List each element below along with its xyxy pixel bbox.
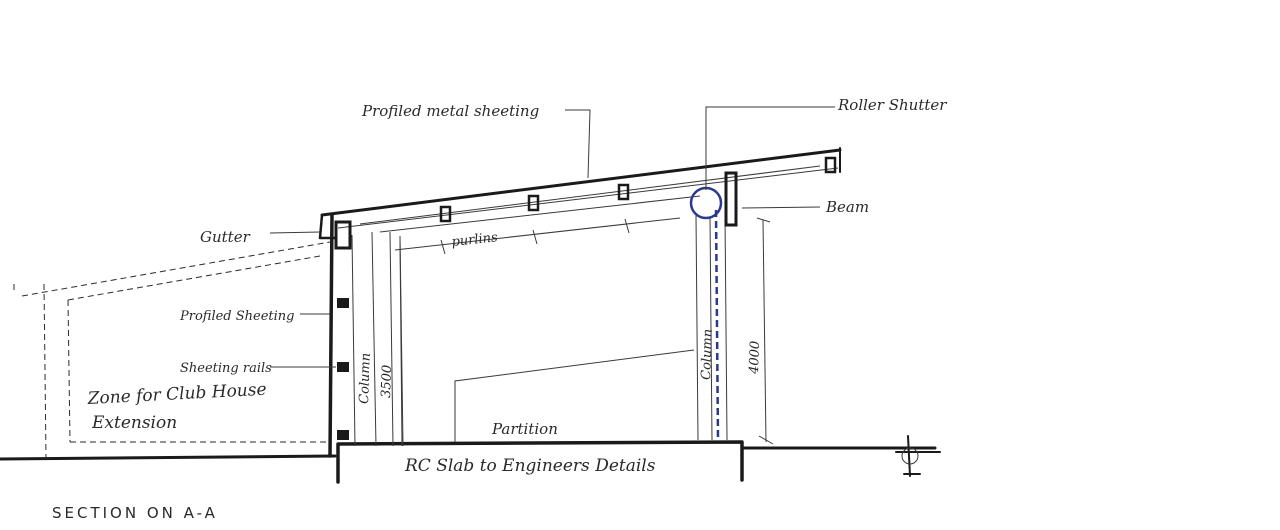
label-column-left: Column [357, 353, 374, 405]
label-beam: Beam [825, 198, 869, 216]
leader-gutter [269, 231, 321, 234]
purlin-2 [527, 194, 540, 212]
roller-shutter-track [714, 209, 720, 441]
partition-outline [454, 349, 695, 442]
sheeting-rail-3 [337, 430, 349, 440]
roof-texture-1 [359, 165, 821, 225]
dim-right-tick-top [756, 217, 771, 223]
purlin-4 [824, 156, 837, 174]
dim-right-line [762, 219, 767, 443]
zone-inner-top [67, 255, 321, 301]
label-section-title: SECTION ON A-A [52, 504, 218, 522]
right-column-3 [724, 214, 728, 441]
left-column-inner-1 [351, 234, 356, 447]
left-column-inner-2 [371, 231, 377, 447]
gutter-shape [318, 213, 338, 240]
roof-top [320, 148, 842, 217]
roof-bottom [337, 167, 839, 229]
label-purlins: purlins [451, 230, 499, 250]
label-dim-left: 3500 [379, 365, 395, 399]
leader-roller-shutter [705, 106, 835, 190]
zone-inner-left [67, 299, 71, 443]
label-dim-right: 4000 [747, 341, 763, 376]
purlins-tick-2 [532, 229, 538, 245]
rc-slab-outline [336, 440, 744, 484]
label-zone-line1: Zone for Club House [86, 380, 267, 409]
purlins-dimension-line [394, 217, 681, 251]
label-profiled-sheeting: Profiled Sheeting [179, 309, 295, 324]
label-profiled-metal-sheeting: Profiled metal sheeting [361, 102, 539, 120]
purlins-tick-1 [440, 239, 446, 255]
leader-beam [741, 206, 821, 209]
purlins-tick-3 [624, 218, 630, 234]
ground-line-left [0, 454, 337, 461]
zone-outer-roof [21, 241, 331, 297]
left-wall [328, 213, 334, 458]
purlin-1 [439, 205, 452, 223]
gutter-block [334, 220, 352, 250]
sheeting-rail-2 [337, 362, 349, 372]
label-roller-shutter: Roller Shutter [837, 96, 947, 114]
section-marker-circle [901, 447, 919, 465]
right-column-1 [695, 214, 699, 441]
label-gutter: Gutter [200, 228, 251, 246]
label-sheeting-rails: Sheeting rails [180, 361, 272, 376]
label-partition: Partition [491, 420, 558, 438]
right-column-2 [709, 217, 713, 441]
roof-texture-2 [379, 195, 701, 233]
leader-profiled-metal [565, 109, 591, 179]
label-slab: RC Slab to Engineers Details [404, 456, 656, 476]
sheeting-rail-1 [337, 298, 349, 308]
label-column-right: Column [699, 329, 716, 381]
left-column-inner-3 [389, 231, 394, 447]
purlin-3 [617, 183, 630, 201]
label-zone-line2: Extension [91, 413, 177, 433]
zone-outer-left [43, 283, 47, 459]
beam-block [724, 171, 738, 227]
dim-right-tick-bottom [758, 435, 774, 445]
dim-left-line [399, 235, 404, 447]
